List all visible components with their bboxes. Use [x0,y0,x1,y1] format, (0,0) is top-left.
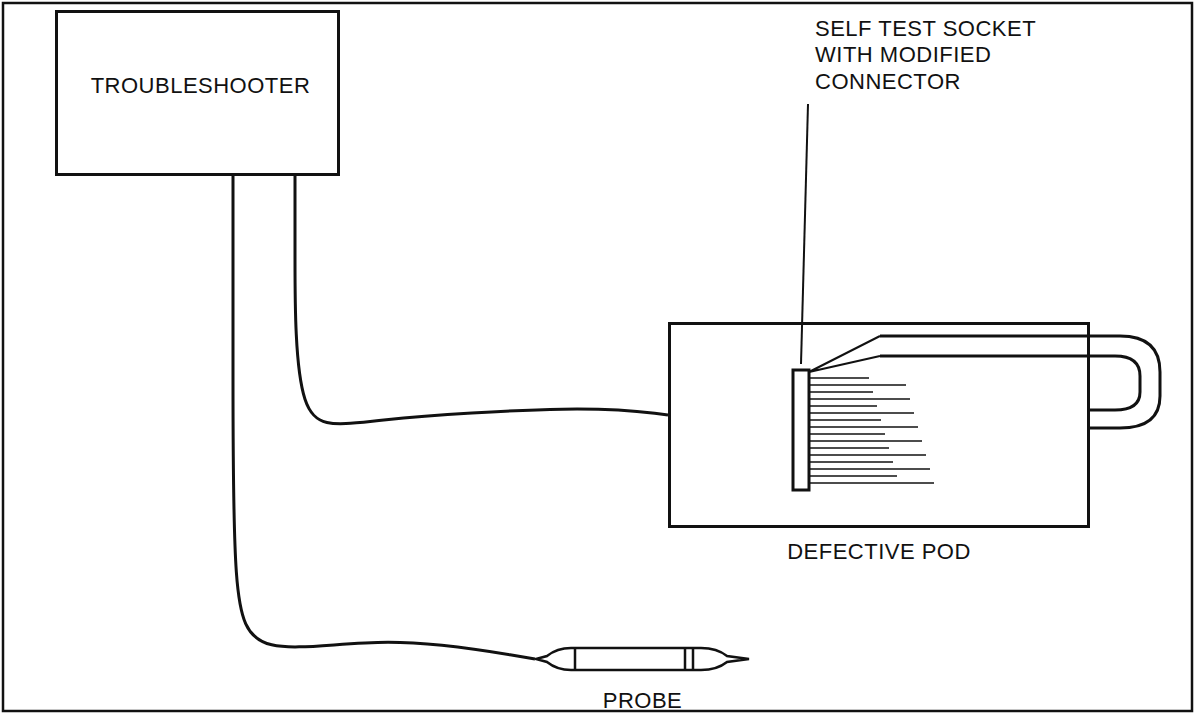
ribbon-cable [880,356,1140,410]
ribbon-wire [809,468,930,470]
ribbon-wire [809,405,877,407]
ribbon-wire [809,377,869,379]
ribbon-wire [809,384,906,386]
node-label: TROUBLESHOOTER [91,73,311,99]
callout-text: SELF TEST SOCKET WITH MODIFIED CONNECTOR [815,16,1075,95]
test-socket [793,370,809,490]
instrument-box: TROUBLESHOOTER [55,10,340,176]
probe: PROBE [535,644,750,674]
ribbon-wire [809,433,885,435]
ribbon-wire [809,447,889,449]
ribbon-wire [809,475,897,477]
ribbon-wire [809,336,880,372]
leader-line [801,104,808,364]
cable [295,176,668,424]
ribbon-wire [809,426,918,428]
ribbon-wires [809,336,934,483]
pod-box: DEFECTIVE POD [668,322,1090,528]
ribbon-wire [809,412,914,414]
ribbon-wire [809,482,934,484]
cable [233,176,535,659]
frame [3,3,1192,711]
ribbon-cable [880,336,1160,428]
node-label: PROBE [603,688,683,714]
ribbon-wire [809,440,922,442]
node-label: DEFECTIVE POD [787,539,971,565]
ribbon-wire [809,391,873,393]
ribbon-wire [809,419,881,421]
ribbon-wire [809,398,910,400]
ribbon-wire [809,461,893,463]
probe-body [535,644,750,674]
ribbon-wire [809,454,926,456]
